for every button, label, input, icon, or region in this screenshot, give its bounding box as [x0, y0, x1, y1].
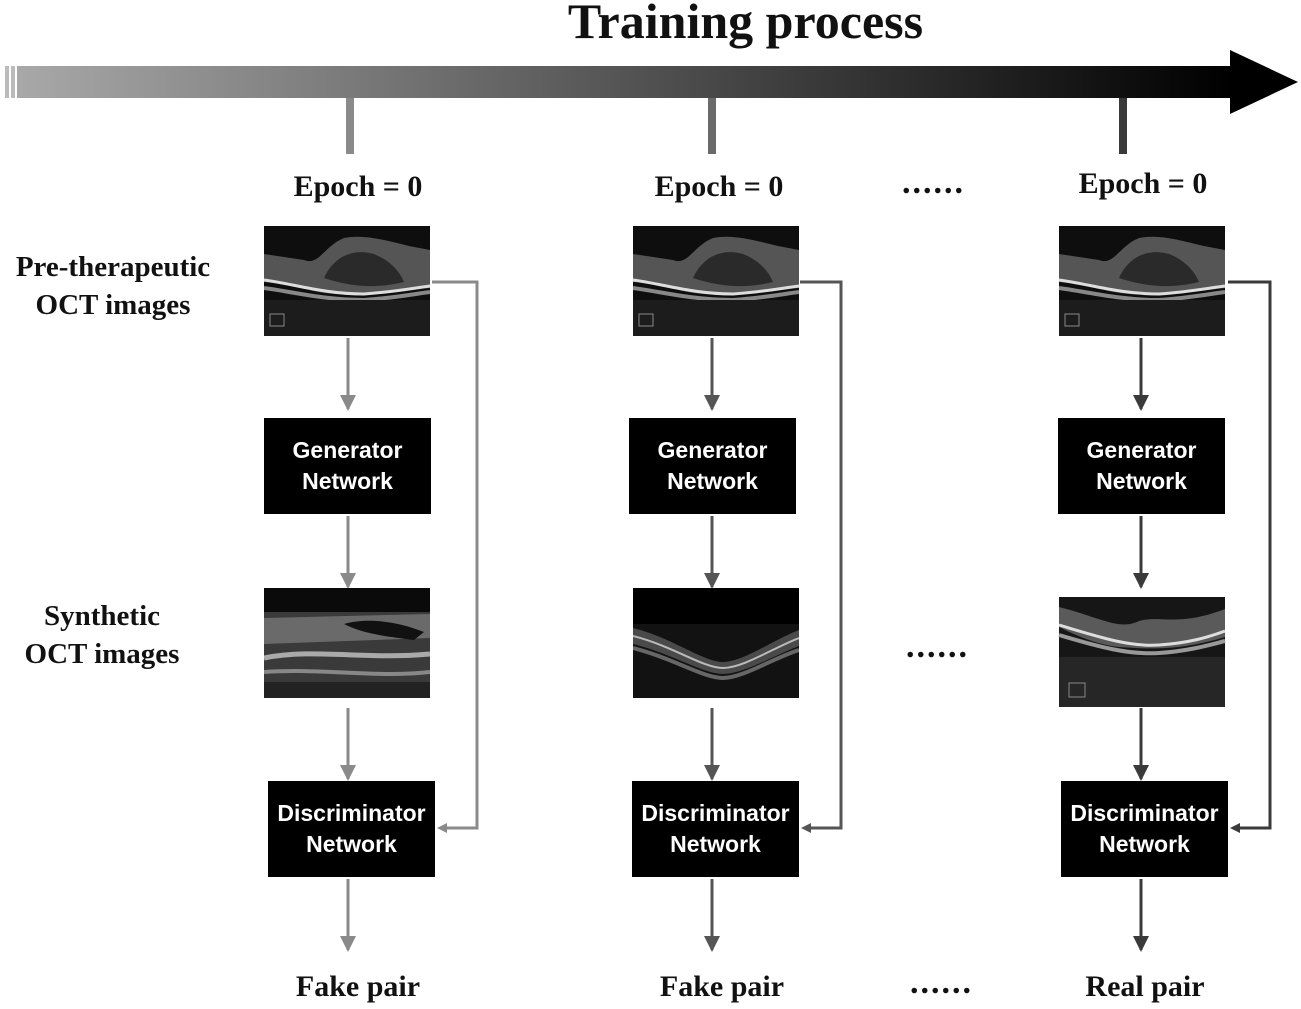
box-label-line: Network	[667, 468, 758, 494]
synthetic-oct-image-3	[1058, 597, 1226, 707]
box-label-line: Network	[1099, 831, 1190, 857]
row-label-line: Synthetic	[44, 600, 160, 632]
box-label-line: Network	[302, 468, 393, 494]
row-label-line: OCT images	[35, 289, 191, 321]
epoch-label-3: Epoch = 0	[1078, 167, 1208, 200]
output-label-2: Fake pair	[659, 970, 785, 1003]
timeline-tick	[708, 98, 716, 154]
row-label-pretherapeutic: Pre-therapeutic OCT images	[0, 248, 226, 324]
row-label-line: OCT images	[24, 638, 180, 670]
box-label-line: Network	[1096, 468, 1187, 494]
pretherapeutic-oct-image-3	[1058, 226, 1226, 336]
box-label-line: Discriminator	[1070, 800, 1219, 826]
synthetic-oct-image-1	[264, 588, 430, 698]
column-2-arrows	[704, 280, 843, 952]
box-label-line: Generator	[292, 437, 403, 463]
box-label-line: Generator	[657, 437, 768, 463]
row-label-line: Pre-therapeutic	[15, 251, 211, 283]
box-label-line: Discriminator	[277, 800, 426, 826]
box-label-line: Network	[306, 831, 397, 857]
epoch-label-2: Epoch = 0	[654, 170, 784, 203]
box-label-line: Generator	[1086, 437, 1197, 463]
column-3-arrows	[1133, 280, 1272, 952]
column-1-arrows	[340, 280, 479, 952]
pretherapeutic-oct-image-1	[264, 226, 430, 336]
ellipsis-bottom: ......	[910, 964, 973, 1001]
synthetic-oct-image-2	[633, 588, 799, 698]
row-label-synthetic: Synthetic OCT images	[0, 597, 204, 673]
epoch-label-1: Epoch = 0	[293, 170, 423, 203]
box-label-line: Network	[670, 831, 761, 857]
pretherapeutic-oct-image-2	[633, 226, 799, 336]
timeline-arrow	[5, 50, 1298, 114]
timeline-tick	[1119, 98, 1127, 154]
diagram-title: Training process	[567, 0, 924, 49]
box-label-line: Discriminator	[641, 800, 790, 826]
ellipsis-top: ......	[902, 164, 965, 201]
output-label-1: Fake pair	[295, 970, 421, 1003]
timeline-tick	[346, 98, 354, 154]
ellipsis-middle: ......	[906, 628, 969, 665]
output-label-3: Real pair	[1085, 970, 1205, 1003]
